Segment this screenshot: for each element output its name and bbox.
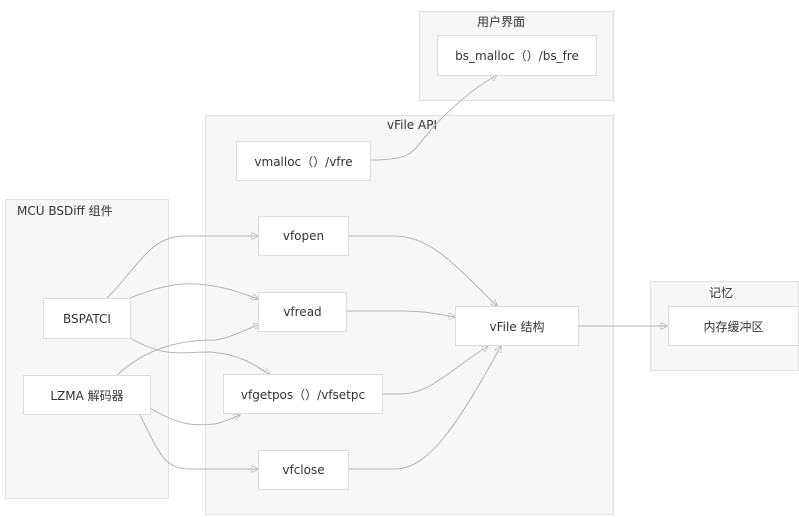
node-bs-malloc: bs_malloc（）/bs_fre (437, 35, 597, 76)
node-vfclose: vfclose (258, 450, 349, 490)
group-user-interface-title: 用户界面 (477, 15, 526, 29)
group-mcu-bsdiff-title: MCU BSDiff 组件 (17, 204, 113, 218)
group-memory-title: 记忆 (709, 286, 734, 300)
node-bspatch: BSPATCI (43, 298, 131, 339)
node-vmalloc: vmalloc（）/vfre (236, 141, 371, 181)
node-memory-buffer: 内存缓冲区 (668, 306, 799, 346)
group-vfile-api-title: vFile API (387, 118, 437, 132)
node-vfread: vfread (258, 292, 347, 332)
node-vfile-struct: vFile 结构 (455, 306, 579, 346)
node-vfopen: vfopen (258, 216, 349, 256)
node-lzma-decoder: LZMA 解码器 (23, 375, 151, 415)
group-mcu-bsdiff: MCU BSDiff 组件 (5, 199, 169, 499)
node-vfgetpos: vfgetpos（）/vfsetpc (223, 374, 383, 414)
